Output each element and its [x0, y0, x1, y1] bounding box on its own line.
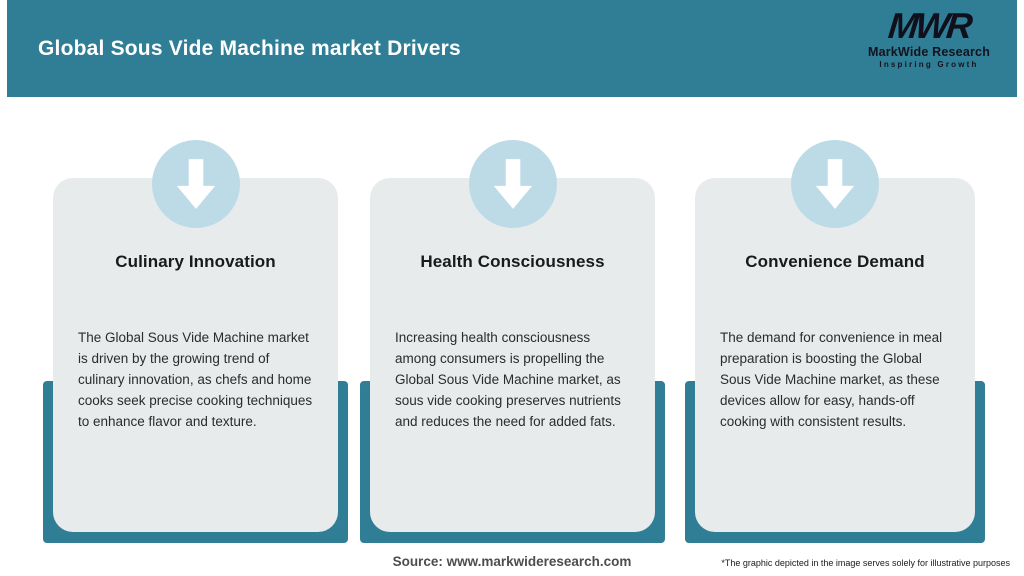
driver-card-health-consciousness: Health Consciousness Increasing health c…	[360, 130, 665, 545]
card-title: Culinary Innovation	[115, 252, 276, 271]
card-title: Convenience Demand	[745, 252, 925, 271]
markwide-research-logo: MWR MarkWide Research Inspiring Growth	[859, 5, 999, 69]
down-arrow-icon	[151, 140, 240, 228]
page-title: Global Sous Vide Machine market Drivers	[38, 36, 461, 60]
card-description: The demand for convenience in meal prepa…	[720, 330, 943, 429]
down-arrow-icon	[791, 140, 879, 228]
header-banner: Global Sous Vide Machine market Drivers …	[7, 0, 1017, 97]
card-description: The Global Sous Vide Machine market is d…	[78, 330, 313, 429]
logo-name: MarkWide Research	[867, 45, 991, 59]
logo-tagline: Inspiring Growth	[879, 59, 979, 69]
card-title: Health Consciousness	[420, 252, 605, 271]
driver-card-convenience-demand: Convenience Demand The demand for conven…	[685, 130, 985, 545]
disclaimer-note: *The graphic depicted in the image serve…	[721, 558, 1010, 568]
driver-card-culinary-innovation: Culinary Innovation The Global Sous Vide…	[43, 130, 348, 545]
card-body-panel: Culinary Innovation The Global Sous Vide…	[53, 178, 338, 532]
card-body-panel: Convenience Demand The demand for conven…	[695, 178, 975, 532]
card-body-panel: Health Consciousness Increasing health c…	[370, 178, 655, 532]
logo-acronym: MWR	[886, 5, 972, 46]
source-attribution: Source: www.markwideresearch.com	[392, 554, 632, 569]
down-arrow-icon	[468, 140, 557, 228]
card-description: Increasing health consciousness among co…	[395, 330, 621, 429]
